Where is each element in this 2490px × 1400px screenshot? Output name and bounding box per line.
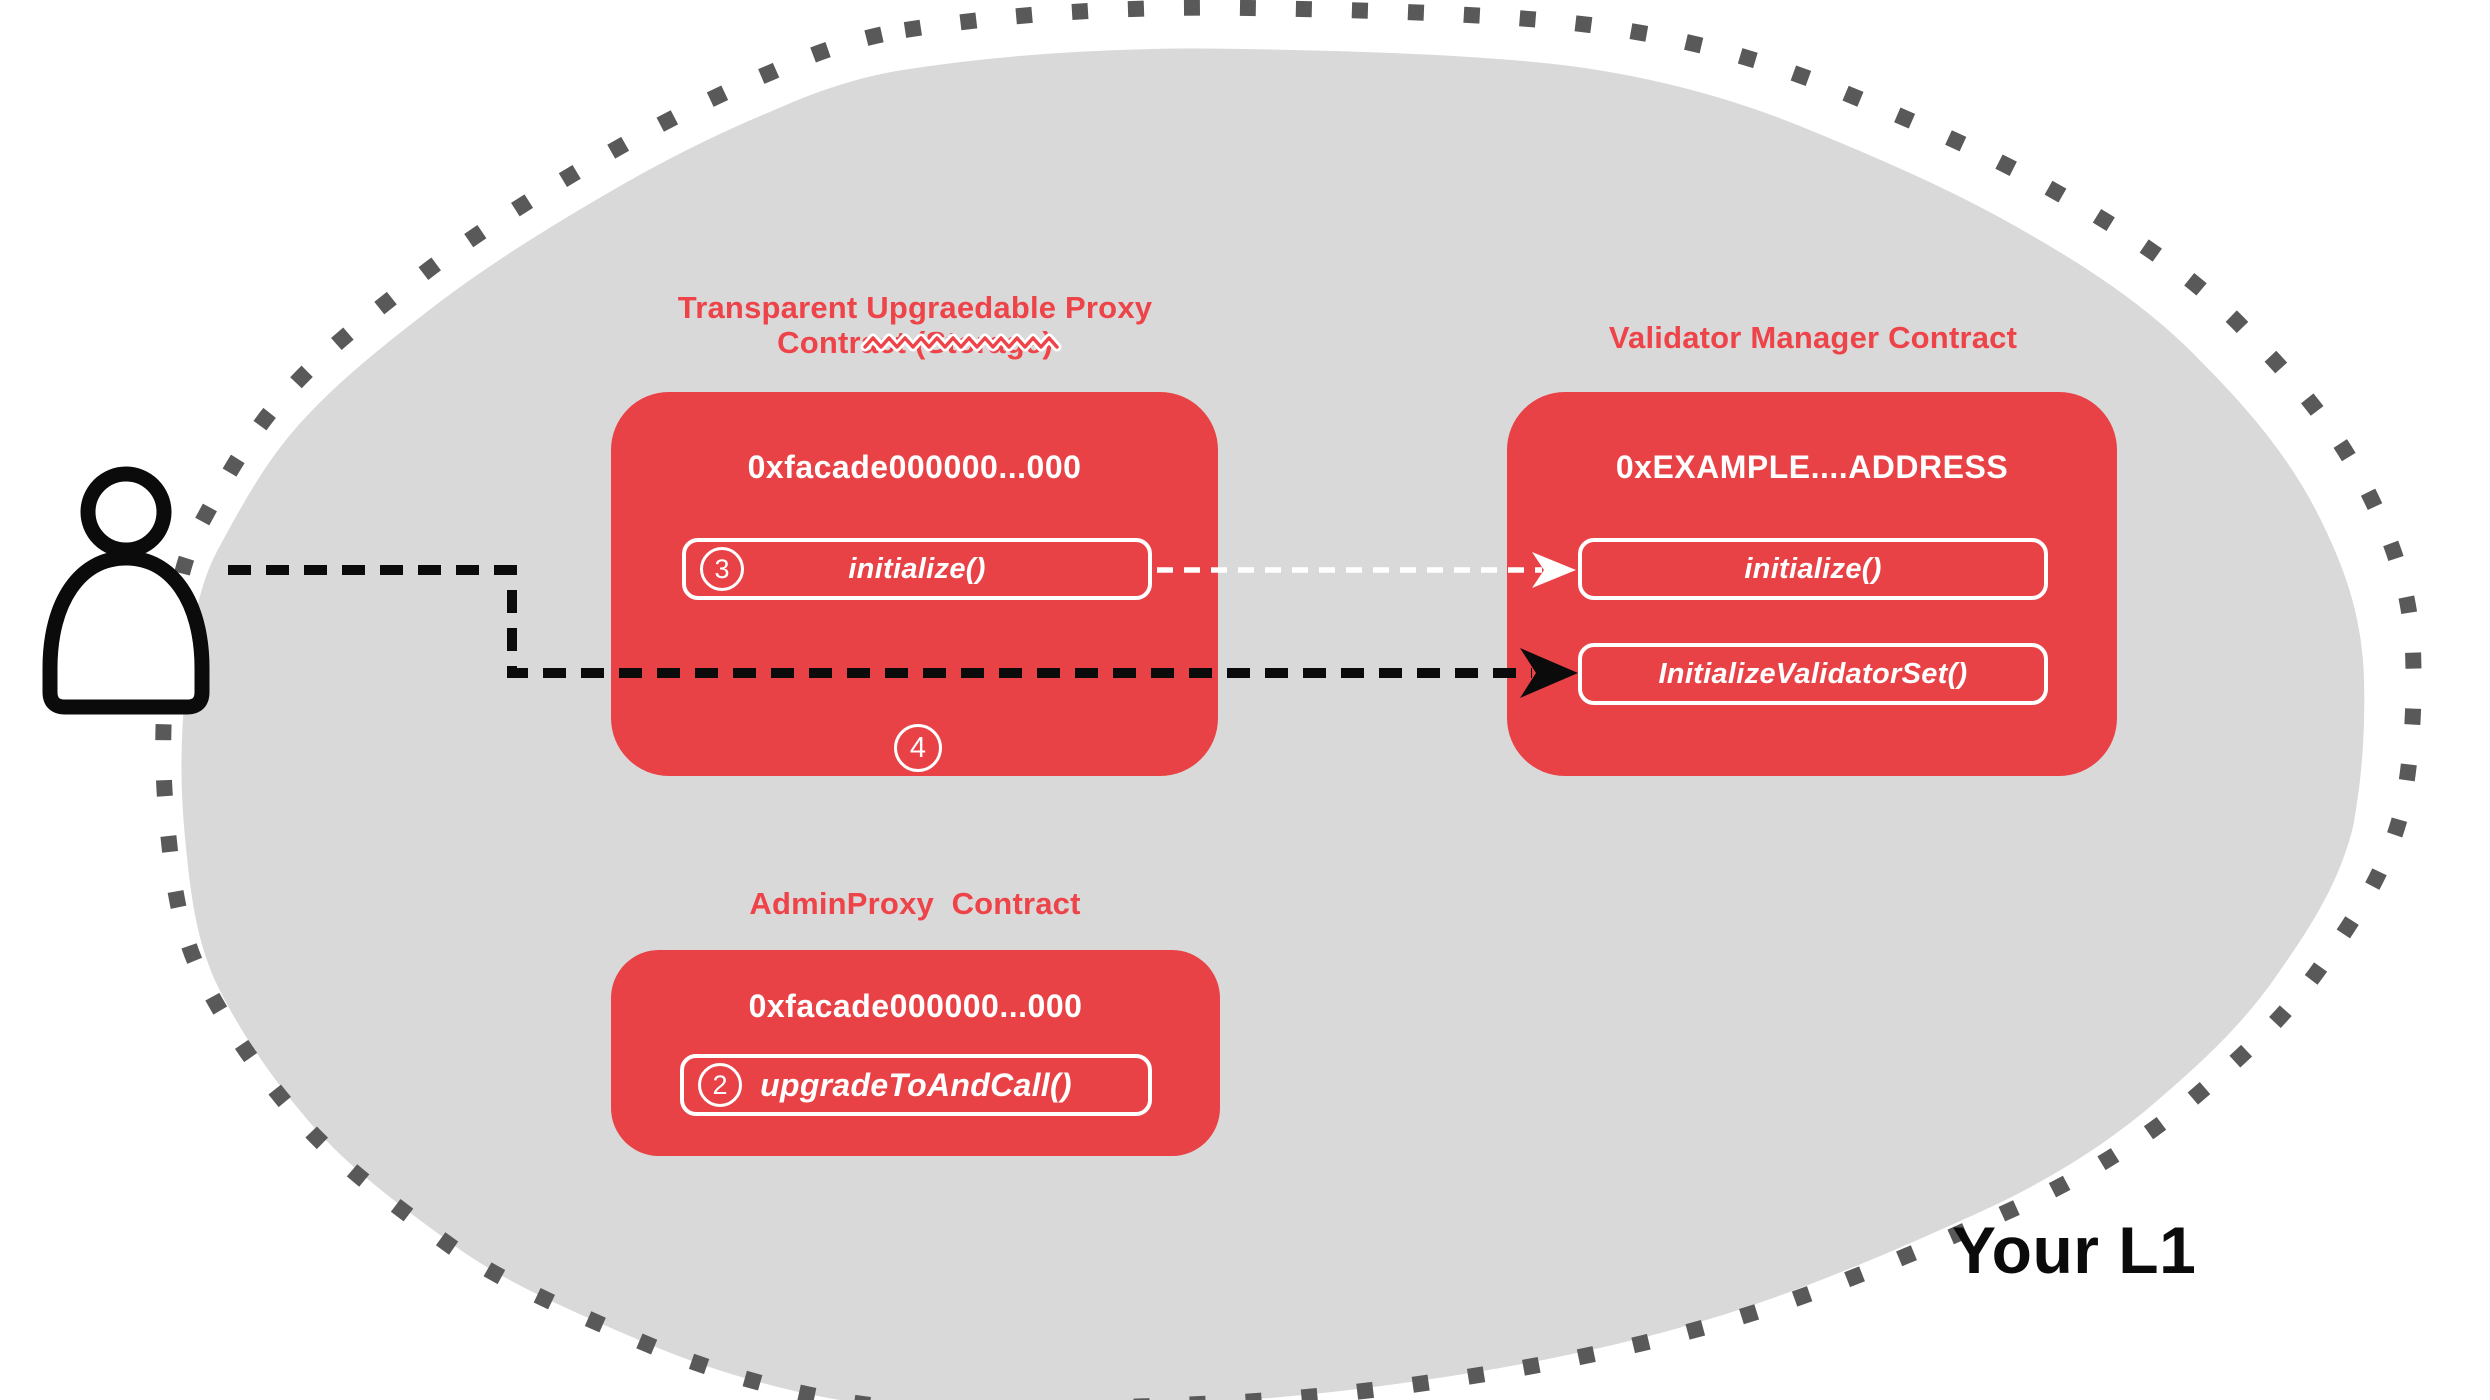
validator-box-title: Validator Manager Contract (1608, 320, 2018, 355)
proxy-contract-box: 0xfacade000000...000 3 initialize() 4 (611, 392, 1218, 776)
validator-initialize-label: initialize() (1744, 552, 1882, 585)
proxy-box-title: Transparent Upgraedable Proxy Contract (… (615, 290, 1215, 360)
proxy-contract-address: 0xfacade000000...000 (747, 449, 1082, 485)
admin-box-title: AdminProxy Contract (749, 886, 1081, 921)
proxy-initialize-method: 3 initialize() (682, 538, 1152, 600)
admin-upgradetoandcall-method: 2 upgradeToAndCall() (680, 1054, 1152, 1116)
proxy-box-title-line1: Transparent Upgraedable Proxy (677, 290, 1153, 325)
admin-upgradetoandcall-label: upgradeToAndCall() (760, 1066, 1072, 1103)
validator-initialize-method: initialize() (1578, 538, 2048, 600)
validator-manager-box: 0xEXAMPLE....ADDRESS initialize() Initia… (1507, 392, 2117, 776)
step-2-badge: 2 (698, 1063, 742, 1107)
validator-contract-address: 0xEXAMPLE....ADDRESS (1615, 449, 2009, 485)
admin-contract-address: 0xfacade000000...000 (748, 988, 1083, 1024)
proxy-initialize-label: initialize() (848, 552, 986, 585)
step-3-badge: 3 (700, 547, 744, 591)
admin-proxy-box: 0xfacade000000...000 2 upgradeToAndCall(… (611, 950, 1220, 1156)
your-l1-label: Your L1 (1952, 1213, 2197, 1287)
proxy-box-title-line2: Contract (Storage) (777, 325, 1053, 360)
validator-initializevalidatorset-method: InitializeValidatorSet() (1578, 643, 2048, 705)
validator-initializevalidatorset-label: InitializeValidatorSet() (1658, 657, 1968, 690)
step-4-badge: 4 (894, 724, 942, 772)
person-icon (42, 466, 210, 715)
